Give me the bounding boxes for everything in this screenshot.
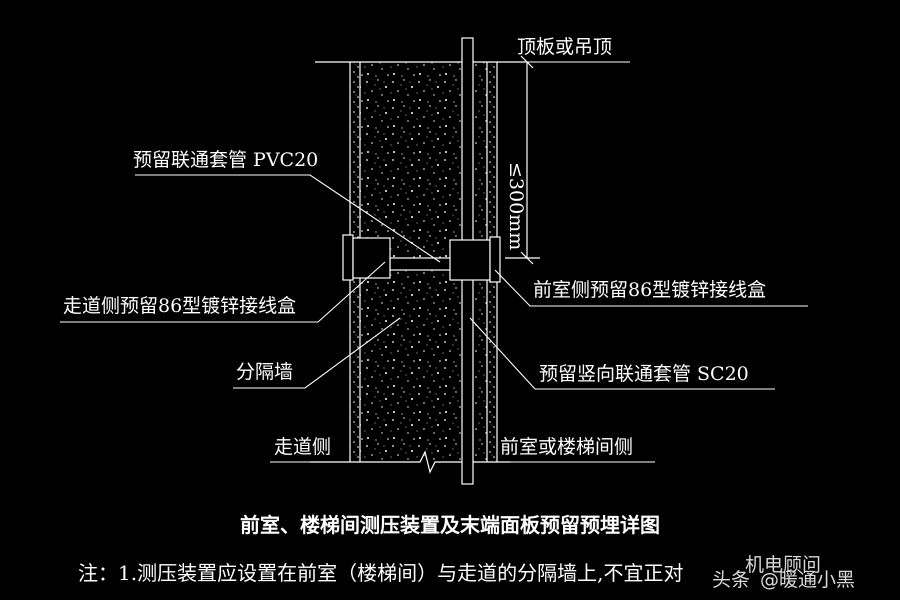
corridor-side-label: 走道侧: [274, 436, 332, 458]
corridor-box-label: 走道侧预留86型镀锌接线盒: [63, 295, 297, 317]
ceiling-label: 顶板或吊顶: [517, 36, 613, 58]
watermark-brand: 头条: [712, 569, 751, 591]
horizontal-pvc-sleeve: [389, 257, 453, 271]
break-line: [310, 450, 510, 474]
drawing-title: 前室、楼梯间测压装置及末端面板预留预埋详图: [240, 513, 660, 537]
dimension-label: ≤300mm: [505, 162, 527, 251]
corridor-junction-box: [342, 234, 391, 281]
leader-lines: [60, 61, 808, 463]
front-box-label: 前室侧预留86型镀锌接线盒: [533, 279, 767, 301]
partition-wall-label: 分隔墙: [236, 361, 294, 383]
watermark-account2: @暖通小黑: [760, 569, 856, 591]
front-room-junction-box: [449, 236, 501, 283]
front-side-label: 前室或楼梯间侧: [500, 436, 634, 458]
note-text: 注：1.测压装置应设置在前室（楼梯间）与走道的分隔墙上,不宜正对: [78, 561, 684, 585]
watermark-account1: 机电顾问: [745, 554, 822, 576]
pvc-sleeve-label: 预留联通套管 PVC20: [133, 149, 319, 171]
vertical-sleeve-label: 预留竖向联通套管 SC20: [539, 363, 749, 385]
